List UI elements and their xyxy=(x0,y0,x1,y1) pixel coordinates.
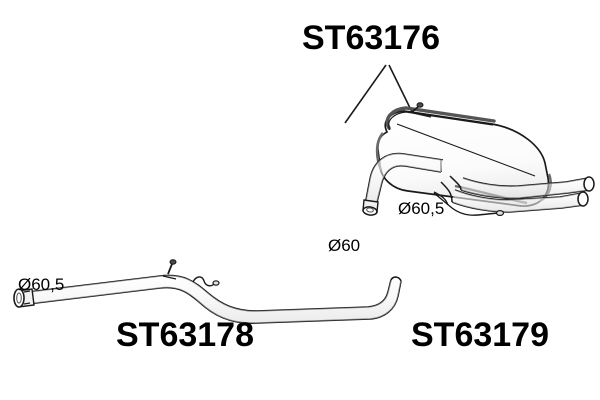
tailpipe-lower-opening xyxy=(577,191,589,207)
title-leader-lines xyxy=(344,64,413,124)
tailpipe-stub-a xyxy=(440,181,453,203)
front-pipe-part xyxy=(13,259,402,324)
front-pipe-left-end xyxy=(13,288,35,308)
muffler-hanger-pin xyxy=(411,102,432,118)
muffler-part xyxy=(362,102,595,217)
part-label-right: ST63179 xyxy=(411,316,549,354)
dimension-mid-pipe-diameter: Ø60 xyxy=(328,236,361,255)
front-pipe-hanger-bracket xyxy=(162,259,177,280)
dimension-left-pipe-diameter: Ø60,5 xyxy=(18,275,65,294)
muffler-inlet-pipe xyxy=(362,152,444,216)
part-label-left: ST63178 xyxy=(116,316,254,354)
tailpipe-bracket xyxy=(433,192,499,216)
tailpipe-stub-b xyxy=(449,175,462,191)
page-title: ST63176 xyxy=(302,19,440,57)
muffler-top-seam-highlight xyxy=(388,111,494,131)
dimension-muffler-inlet-diameter: Ø60,5 xyxy=(398,199,445,218)
muffler-top-seam xyxy=(385,106,496,130)
muffler-body-crease xyxy=(396,123,536,177)
front-pipe-mid-bracket xyxy=(192,276,220,287)
front-pipe-right-end xyxy=(390,276,402,282)
tailpipe-upper-opening xyxy=(583,176,595,192)
muffler-tailpipes xyxy=(433,175,595,217)
